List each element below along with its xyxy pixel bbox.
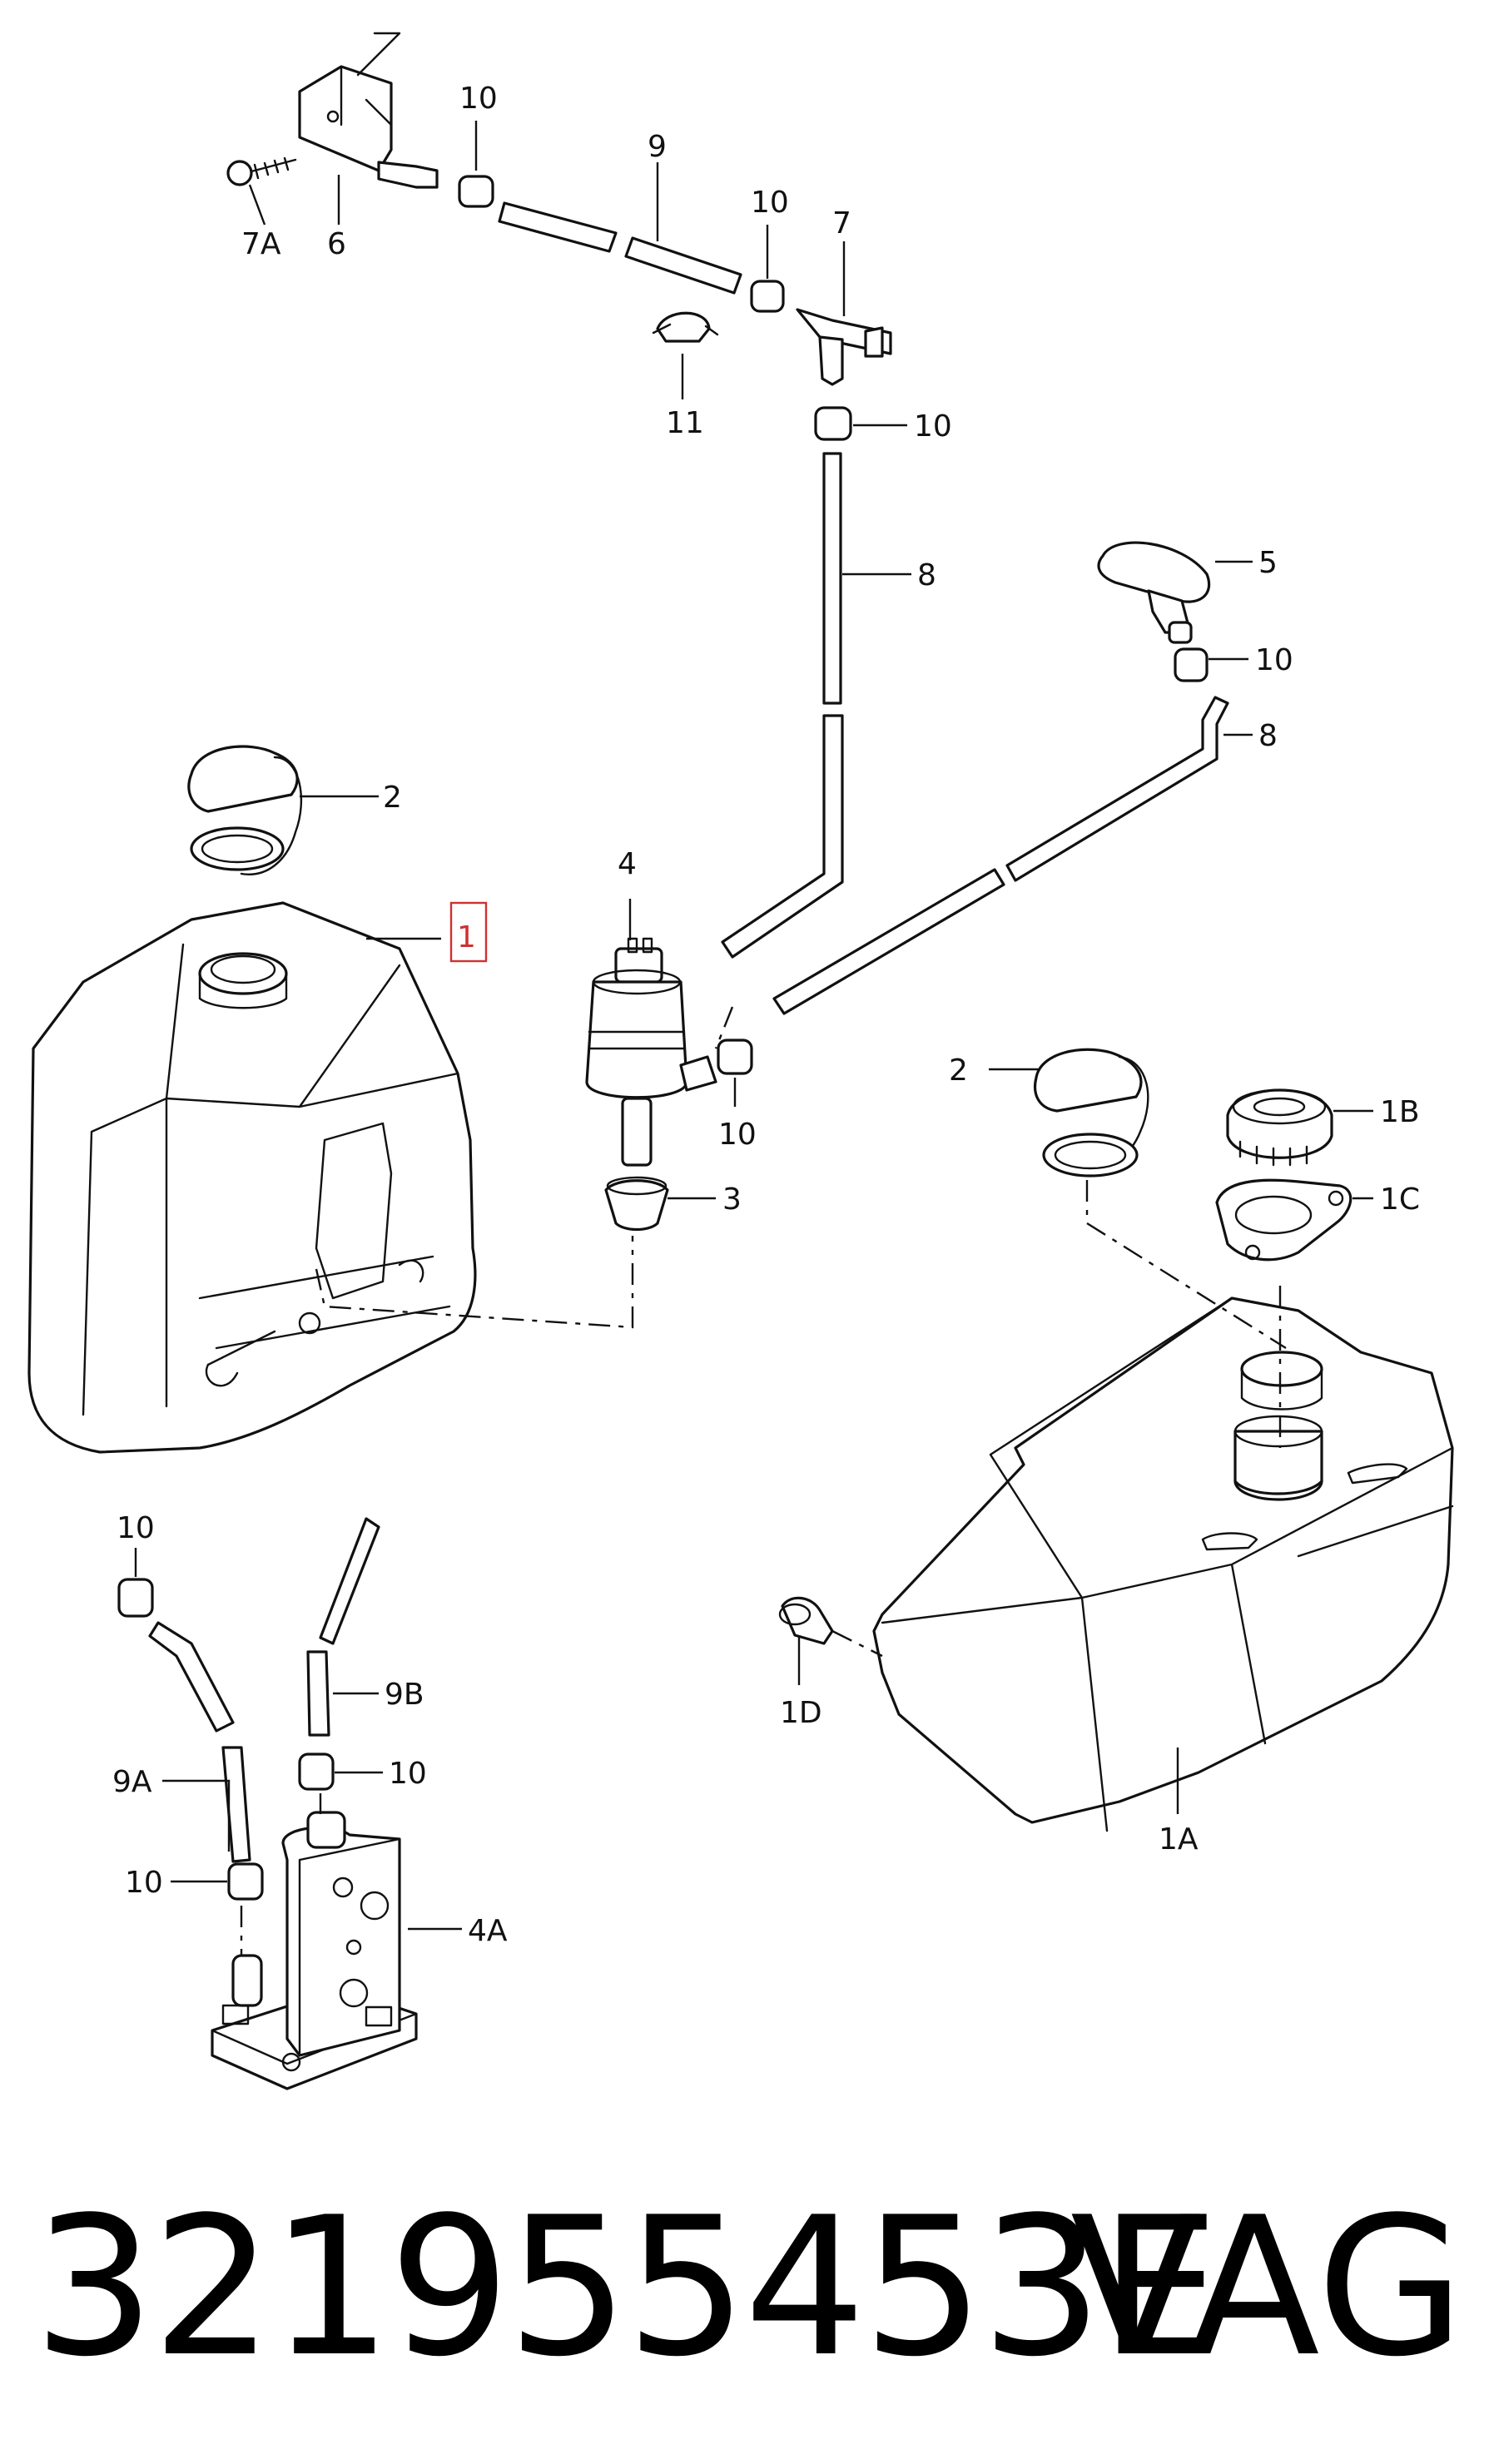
label-1A: 1A — [1159, 1822, 1199, 1857]
label-10: 10 — [117, 1511, 155, 1545]
washer-pump — [585, 937, 753, 1167]
label-10: 10 — [1255, 643, 1293, 677]
label-10: 10 — [914, 409, 952, 444]
hose — [498, 201, 742, 295]
label-10: 10 — [459, 82, 498, 116]
leader-lines — [134, 121, 1373, 1931]
filler-cap — [1226, 1088, 1333, 1167]
hex-nut — [778, 1596, 834, 1645]
t-piece — [796, 308, 892, 386]
label-9B: 9B — [385, 1678, 424, 1712]
label-6: 6 — [327, 227, 346, 261]
hose-plug — [814, 406, 852, 441]
hose-plug — [750, 280, 785, 313]
hose-plug — [1174, 647, 1209, 682]
label-1D: 1D — [780, 1696, 822, 1730]
hose — [772, 696, 1229, 1015]
label-9: 9 — [648, 130, 667, 164]
hose-plug — [458, 175, 494, 208]
label-4: 4 — [618, 847, 637, 881]
hose-clip — [652, 311, 719, 343]
label-9A: 9A — [112, 1765, 152, 1799]
label-2: 2 — [383, 781, 402, 815]
hose — [148, 1621, 251, 1863]
label-1B: 1B — [1380, 1095, 1420, 1129]
callout-labels: 1 1A 1B 1C 1D 2 2 3 4 4A 5 6 7 7A 8 8 9 … — [112, 82, 1420, 1948]
label-10: 10 — [718, 1118, 757, 1152]
washer-reservoir-alt — [872, 1296, 1454, 1832]
label-8: 8 — [917, 558, 936, 592]
highlight-box — [449, 901, 488, 963]
nozzle-bracket — [298, 32, 439, 189]
label-5: 5 — [1258, 546, 1278, 580]
hose-plug — [117, 1578, 154, 1618]
label-4A: 4A — [468, 1914, 508, 1948]
washer-nozzle — [1097, 541, 1211, 644]
hose — [306, 1517, 380, 1737]
label-8: 8 — [1258, 719, 1278, 753]
washer-pump-alt — [211, 1811, 418, 2090]
label-10: 10 — [389, 1757, 427, 1791]
brand-name: VAG — [1070, 2177, 1465, 2399]
label-1C: 1C — [1380, 1182, 1420, 1217]
filler-gasket — [1215, 1178, 1353, 1262]
label-10: 10 — [751, 186, 789, 220]
hose-plug — [298, 1753, 335, 1791]
label-11: 11 — [666, 406, 704, 440]
label-10: 10 — [125, 1866, 163, 1900]
label-2: 2 — [949, 1054, 968, 1088]
hose-plug — [717, 1039, 753, 1075]
label-7: 7 — [832, 206, 851, 240]
pump-grommet — [604, 1176, 669, 1232]
hose — [721, 452, 844, 959]
label-3: 3 — [722, 1182, 742, 1217]
screw — [226, 156, 297, 186]
label-7A: 7A — [241, 227, 281, 261]
washer-reservoir — [27, 901, 477, 1454]
label-1: 1 — [457, 920, 476, 954]
reservoir-cap-right — [1034, 1048, 1149, 1177]
part-number: 321955453E — [33, 2177, 1220, 2399]
footer: 321955453E VAG — [33, 2164, 1465, 2447]
reservoir-cap — [187, 745, 303, 875]
assembly-lines — [240, 1006, 1287, 1956]
hose-plug — [227, 1862, 264, 1901]
